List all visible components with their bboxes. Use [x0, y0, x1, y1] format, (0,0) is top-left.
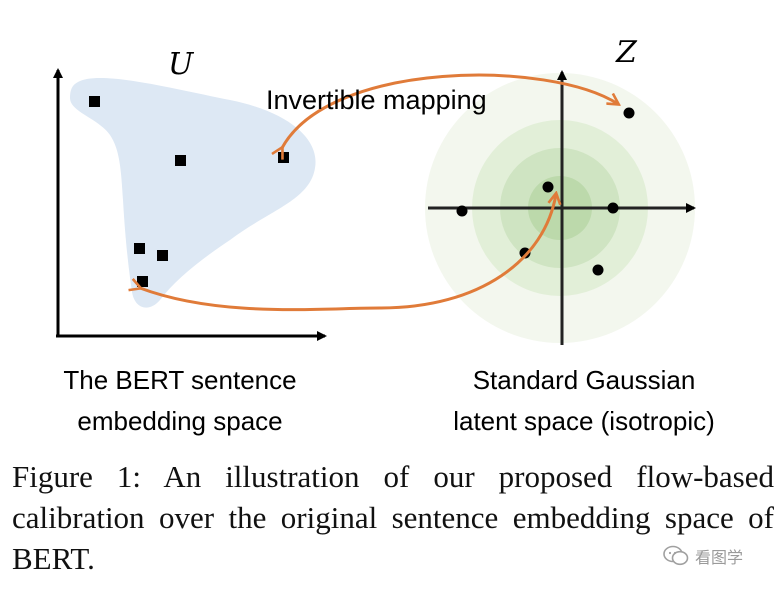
mapping-label: Invertible mapping — [266, 85, 487, 115]
watermark-text: 看图学 — [695, 548, 744, 567]
mapping-arrow-bottom — [140, 194, 556, 312]
flow-diagram: U Z Invertible mapping The BERT sentence… — [53, 35, 715, 436]
embedding-point — [134, 243, 145, 254]
embedding-point — [175, 155, 186, 166]
figure-caption: Figure 1: An illustration of our propose… — [12, 459, 774, 576]
embedding-point — [89, 96, 100, 107]
latent-point — [607, 202, 619, 214]
embedding-point — [278, 152, 289, 163]
mapping-arrow-top — [282, 73, 618, 148]
latent-point — [456, 205, 468, 217]
left-space-caption-line1: The BERT sentence — [63, 365, 296, 395]
right-space-caption-line2: latent space (isotropic) — [453, 406, 715, 436]
latent-point — [592, 264, 604, 276]
left-space-caption-line2: embedding space — [77, 406, 282, 436]
invertible-mapping-arrows — [140, 73, 618, 312]
right-space-caption-line1: Standard Gaussian — [473, 365, 696, 395]
space-symbol-u: U — [168, 47, 195, 82]
embedding-point — [157, 250, 168, 261]
embedding-point — [137, 276, 148, 287]
space-symbol-z: Z — [615, 35, 638, 70]
latent-point — [623, 107, 635, 119]
chat-bubble-icon — [663, 545, 689, 566]
latent-point — [542, 181, 554, 193]
watermark: 看图学 — [663, 541, 773, 571]
